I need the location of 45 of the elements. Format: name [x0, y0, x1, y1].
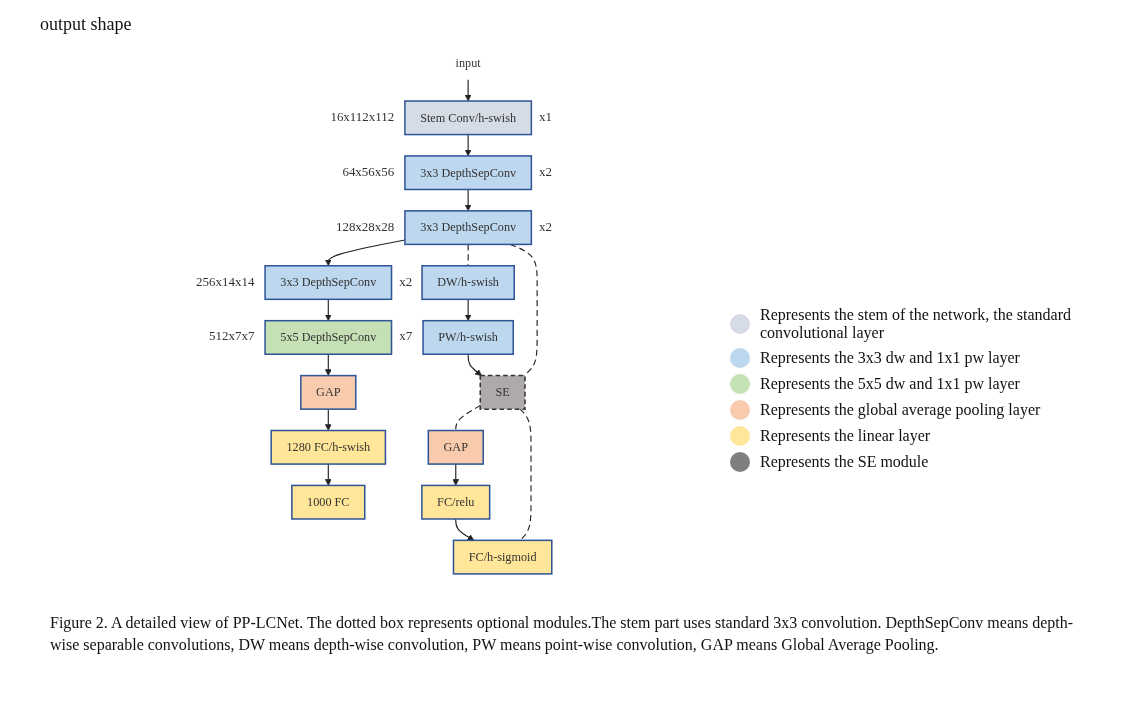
node-box: DW/h-swish	[421, 265, 515, 301]
node-box: PW/h-swish	[422, 319, 514, 355]
arrow	[324, 463, 332, 486]
repeat-count: x1	[539, 108, 552, 124]
arrow	[324, 298, 332, 321]
repeat-count: x2	[539, 163, 552, 179]
legend-text: Represents the global average pooling layer	[760, 401, 1041, 419]
repeat-count: x2	[399, 273, 413, 289]
arrow	[464, 134, 472, 157]
node-box: GAP	[300, 374, 357, 410]
arrow	[324, 353, 332, 376]
legend-text: Represents the SE module	[760, 453, 929, 471]
node-box: 3x3 DepthSepConv	[404, 155, 533, 191]
figure-caption: Figure 2. A detailed view of PP-LCNet. The dotted box represents optional modules.The stem part uses standard 3x3 convolution. DepthSepConv means depth-wise separable convolutions, DW means depth-wise convolution, PW means point-wise convolution, GAP means Global Average Pooling.	[50, 613, 1075, 656]
legend-text: Represents the linear layer	[760, 427, 931, 445]
repeat-count: x2	[539, 218, 552, 234]
output-shape-label: 16x112x112	[330, 108, 395, 124]
legend-text: Represents the 3x3 dw and 1x1 pw layer	[760, 349, 1020, 367]
node-text: input	[455, 56, 481, 69]
node-box: 5x5 DepthSepConv	[264, 319, 393, 355]
arrow	[467, 353, 482, 376]
node-box: GAP	[427, 429, 484, 465]
node-box: SE	[479, 374, 526, 410]
node-box: 1280 FC/h-swish	[270, 429, 387, 465]
arrow	[464, 298, 472, 321]
arrow	[452, 463, 460, 486]
output-shape-label: 64x56x56	[342, 163, 395, 179]
node-box: FC/h-sigmoid	[452, 539, 553, 575]
node-box: Stem Conv/h-swish	[404, 100, 533, 136]
arrow	[464, 79, 472, 102]
node-box: 3x3 DepthSepConv	[264, 265, 393, 301]
arrow	[464, 188, 472, 212]
connector	[519, 408, 532, 541]
output-shape-label: 256x14x14	[196, 273, 255, 289]
arrow	[324, 408, 332, 431]
repeat-count: x7	[399, 328, 413, 344]
legend-text: Represents the stem of the network, the standard convolutional layer	[760, 306, 1073, 342]
column-heading: output shape	[40, 14, 132, 35]
output-shape-label: 512x7x7	[209, 328, 255, 344]
node-box: FC/relu	[421, 484, 491, 520]
arrow	[455, 518, 475, 541]
output-shape-label: 128x28x28	[335, 218, 395, 234]
node-box: 1000 FC	[291, 484, 366, 520]
legend-text: Represents the 5x5 dw and 1x1 pw layer	[760, 375, 1020, 393]
node-box: 3x3 DepthSepConv	[404, 210, 533, 246]
